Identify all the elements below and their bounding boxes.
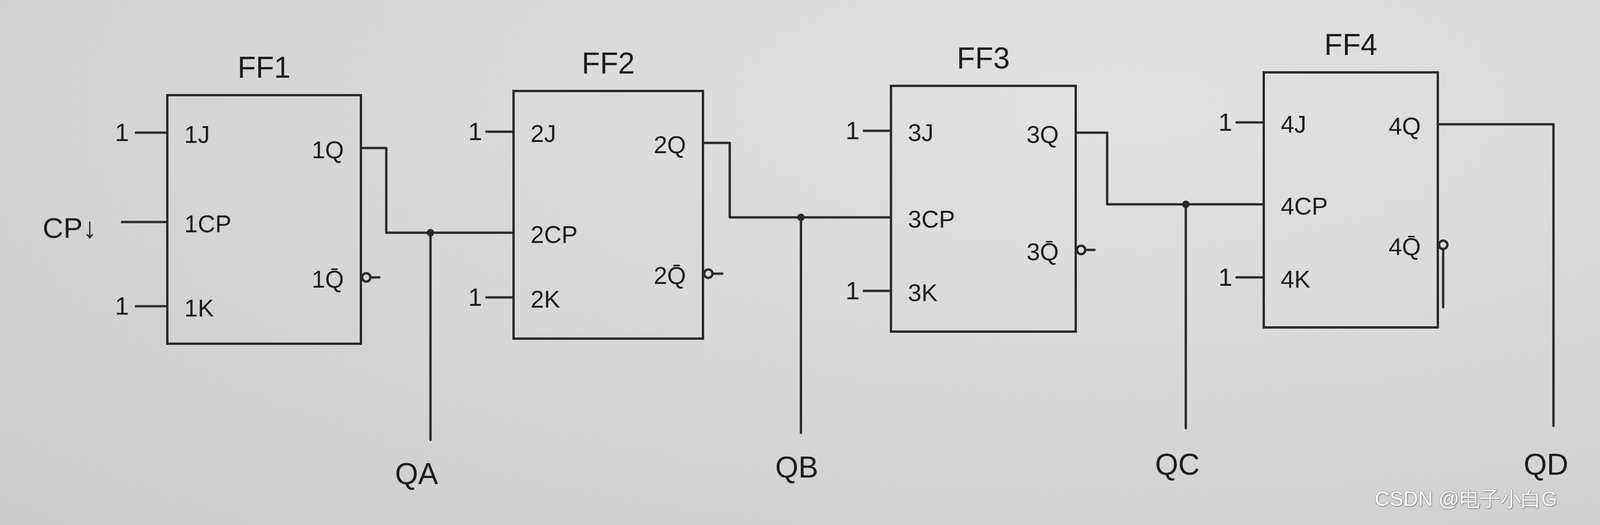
pin-name: 2K (530, 286, 561, 313)
input-wire (486, 130, 513, 134)
signal-name: 1 (1218, 263, 1233, 291)
pin-name: 4K (1280, 266, 1311, 293)
output-wire (1438, 124, 1554, 426)
pin-name: 3CP (907, 206, 955, 233)
flip-flop-name: FF2 (581, 47, 635, 80)
pin-name: 2Q̄ (653, 262, 686, 290)
signal-name: 1 (1218, 108, 1233, 136)
flip-flop-box: FF44J4CP4K4Q4Q̄ (1262, 71, 1439, 329)
output-stub (712, 272, 723, 276)
wire-group (121, 122, 1554, 440)
pin-name: 1J (184, 121, 210, 148)
pin-name: 1CP (184, 210, 232, 238)
pin-name: 4J (1280, 111, 1307, 138)
output-stub (1085, 248, 1095, 252)
connector-group (362, 132, 1263, 233)
output-name: QD (1523, 448, 1569, 481)
output-tap (1184, 204, 1188, 429)
inversion-bubble (1076, 245, 1086, 255)
flip-flop-name: FF4 (1324, 28, 1378, 61)
input-wire (486, 296, 513, 299)
output-tap (800, 217, 803, 433)
pin-name: 4Q (1388, 113, 1421, 140)
output-stub (1442, 248, 1445, 308)
output-name: QA (395, 457, 438, 491)
pin-name: 1Q (311, 136, 344, 164)
inversion-bubble (1438, 240, 1448, 249)
watermark: CSDN @电子小白G (1374, 487, 1558, 511)
flip-flop-box: FF22J2CP2K2Q2Q̄ (512, 89, 705, 340)
output-tap (429, 232, 432, 440)
flip-flop-box: FF33J3CP3K3Q3Q̄ (889, 84, 1077, 333)
flip-flop-box: FF11J1CP1K1Q1Q̄ (166, 94, 363, 345)
pin-name: 3Q (1026, 121, 1059, 148)
signal-name: 1 (114, 118, 129, 147)
signal-name: 1 (845, 116, 860, 145)
input-wire (135, 305, 167, 308)
signal-name: 1 (468, 283, 483, 311)
signal-name: 1 (114, 292, 129, 320)
flip-flop-name: FF3 (956, 41, 1010, 75)
output-name: QC (1155, 448, 1200, 481)
inversion-bubble (704, 269, 713, 278)
output-stub (370, 276, 380, 279)
pin-name: 2Q (653, 131, 686, 159)
clock-wire (121, 221, 167, 224)
input-wire (863, 289, 890, 293)
pin-name: 1K (184, 295, 215, 322)
signal-name: 1 (468, 117, 483, 146)
inversion-bubble (362, 273, 371, 282)
input-wire (863, 129, 890, 133)
signal-name: CP↓ (42, 212, 97, 244)
pin-name: 3Q̄ (1026, 238, 1059, 266)
output-name: QB (775, 450, 819, 484)
flip-flop-name: FF1 (237, 51, 291, 84)
input-wire (1236, 276, 1263, 279)
input-wire (135, 131, 167, 135)
pin-name: 4Q̄ (1388, 233, 1421, 261)
clock-connector (362, 147, 513, 233)
pin-name: 2CP (530, 221, 578, 249)
pin-name: 3J (907, 119, 934, 147)
pin-name: 4CP (1280, 193, 1328, 220)
clock-connector (704, 142, 890, 218)
pin-name: 1Q̄ (311, 266, 344, 293)
pin-name: 3K (907, 279, 938, 307)
clock-connector (1076, 132, 1263, 205)
pin-name: 2J (530, 120, 557, 148)
input-wire (1236, 121, 1263, 124)
signal-name: 1 (845, 276, 860, 305)
